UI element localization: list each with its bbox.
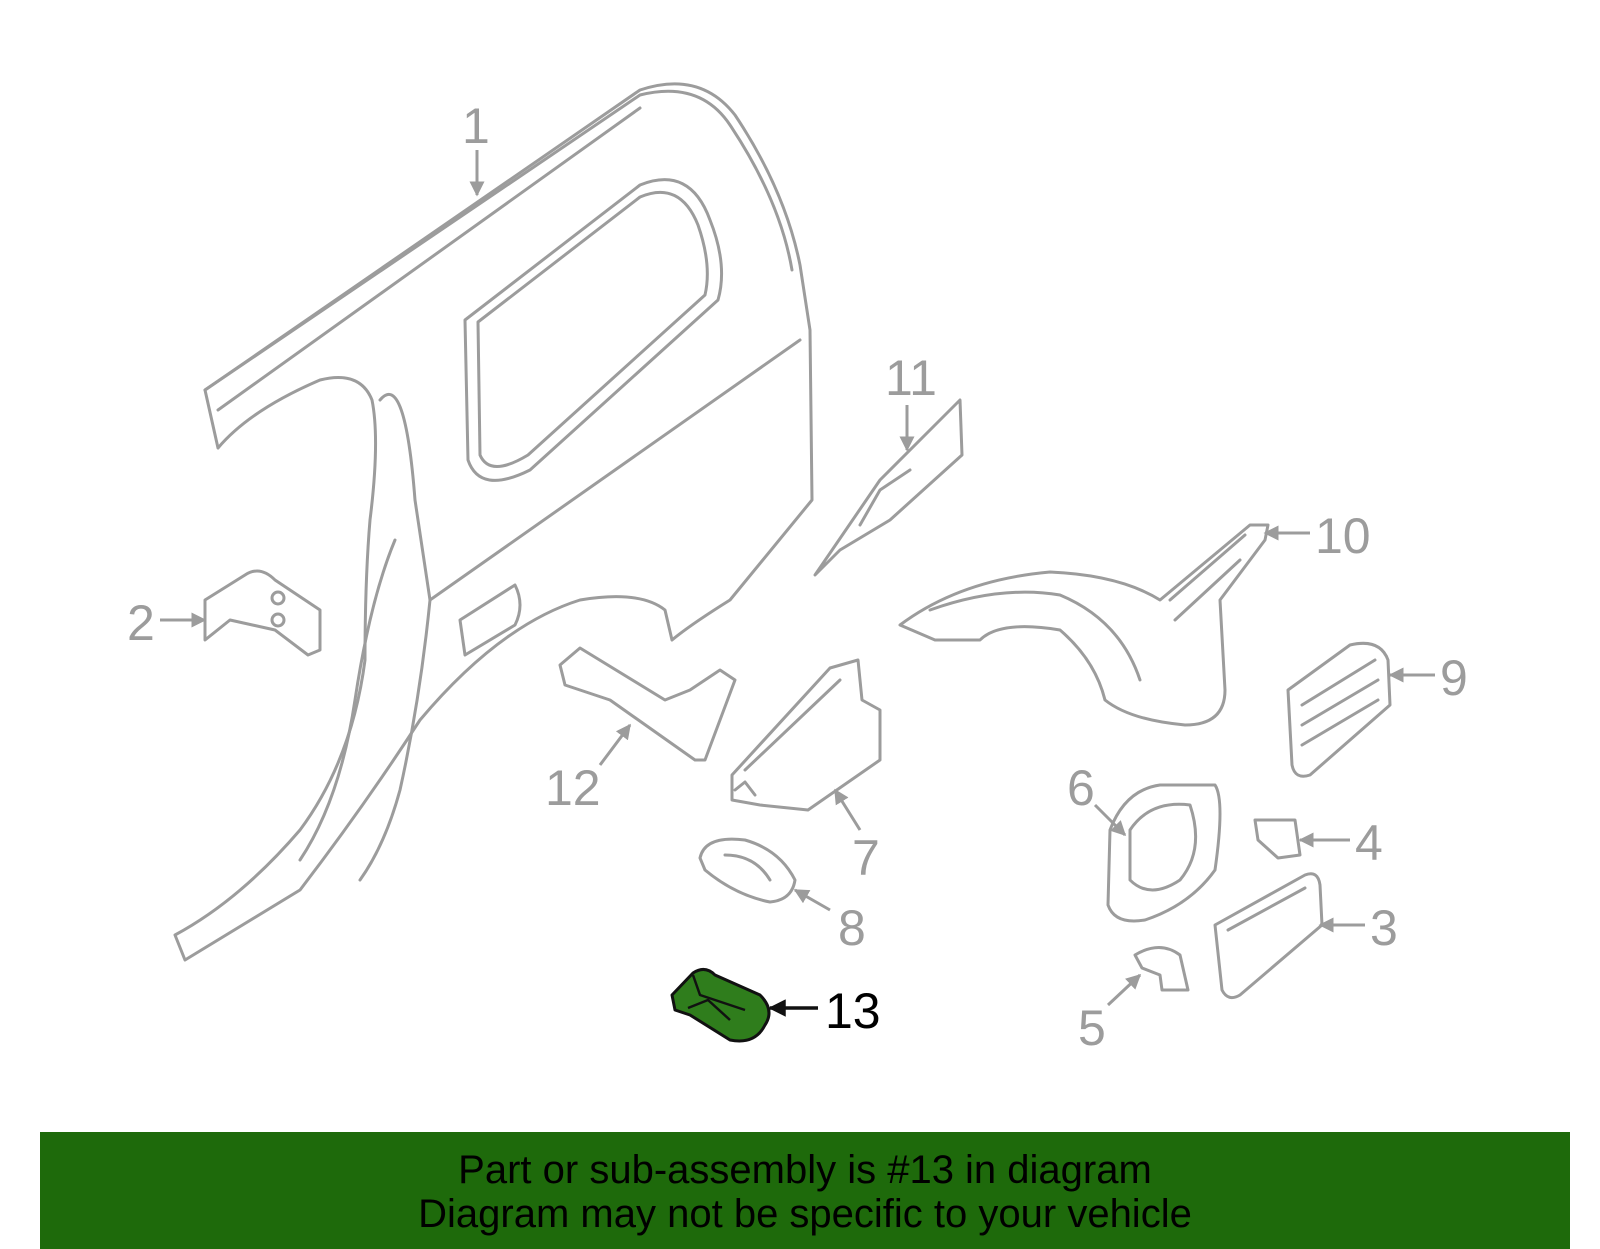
part-2-bracket xyxy=(203,569,322,657)
callout-4: 4 xyxy=(1355,815,1383,871)
footer-banner: Part or sub-assembly is #13 in diagram D… xyxy=(40,1132,1570,1249)
callout-10: 10 xyxy=(1315,508,1371,564)
callout-1: 1 xyxy=(462,98,490,154)
footer-line-1: Part or sub-assembly is #13 in diagram xyxy=(458,1148,1152,1192)
footer-line-2: Diagram may not be specific to your vehi… xyxy=(418,1192,1192,1236)
part-9-panel xyxy=(1286,641,1392,778)
part-1-quarter-panel xyxy=(173,82,814,962)
part-7-door-housing xyxy=(730,658,882,812)
part-4-clip xyxy=(1253,818,1302,860)
callout-13: 13 xyxy=(825,983,881,1039)
part-6-filler-housing xyxy=(1106,783,1222,923)
part-8-bezel xyxy=(698,837,797,904)
callout-6: 6 xyxy=(1067,760,1095,816)
callout-3: 3 xyxy=(1370,900,1398,956)
part-3-fuel-door xyxy=(1213,872,1324,1000)
callout-11: 11 xyxy=(885,350,937,406)
part-13-highlighted xyxy=(670,968,771,1043)
leader-lines xyxy=(160,150,1435,1017)
callout-8: 8 xyxy=(838,900,866,956)
part-12-splash-shield xyxy=(558,646,737,762)
callout-9: 9 xyxy=(1440,650,1468,706)
callout-12: 12 xyxy=(545,760,601,816)
parts-diagram: 1 2 3 4 5 6 7 8 9 10 11 12 13 xyxy=(127,82,1468,1056)
callout-7: 7 xyxy=(852,830,880,886)
callout-5: 5 xyxy=(1078,1000,1106,1056)
part-11-bracket xyxy=(813,398,964,577)
part-10-wheelhouse xyxy=(898,523,1270,727)
callout-2: 2 xyxy=(127,595,155,651)
part-5-clip xyxy=(1133,946,1190,992)
